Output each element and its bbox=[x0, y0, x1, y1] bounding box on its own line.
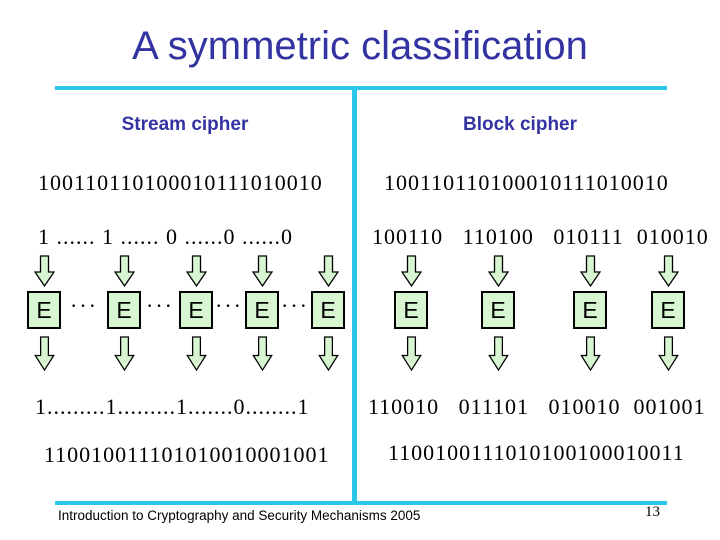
down-arrow-icon bbox=[401, 255, 422, 287]
down-arrow-icon bbox=[318, 255, 339, 287]
page-title: A symmetric classification bbox=[132, 24, 588, 68]
ellipsis-dots: ··· bbox=[215, 293, 243, 318]
encrypt-box: E bbox=[481, 291, 515, 329]
page-number: 13 bbox=[645, 504, 660, 520]
down-arrow-icon bbox=[580, 336, 601, 371]
down-arrow-icon bbox=[658, 255, 679, 287]
down-arrow-icon bbox=[580, 255, 601, 287]
footer-text: Introduction to Cryptography and Securit… bbox=[58, 508, 421, 523]
stream-bit-row: 1 ...... 1 ...... 0 ......0 ......0 bbox=[38, 224, 293, 249]
down-arrow-icon bbox=[186, 336, 207, 371]
down-arrow-icon bbox=[252, 336, 273, 371]
column-divider bbox=[352, 88, 357, 503]
stream-plaintext: 100110110100010111010010 bbox=[38, 170, 323, 195]
encrypt-box: E bbox=[179, 291, 213, 329]
down-arrow-icon bbox=[114, 336, 135, 371]
down-arrow-icon bbox=[658, 336, 679, 371]
title-underline bbox=[55, 86, 667, 90]
footer-rule bbox=[55, 501, 667, 505]
encrypt-box: E bbox=[394, 291, 428, 329]
down-arrow-icon bbox=[252, 255, 273, 287]
ellipsis-dots: ··· bbox=[146, 293, 174, 318]
encrypt-box: E bbox=[573, 291, 607, 329]
down-arrow-icon bbox=[488, 336, 509, 371]
down-arrow-icon bbox=[186, 255, 207, 287]
down-arrow-icon bbox=[34, 255, 55, 287]
encrypt-box: E bbox=[107, 291, 141, 329]
down-arrow-icon bbox=[401, 336, 422, 371]
ellipsis-dots: ··· bbox=[70, 293, 98, 318]
down-arrow-icon bbox=[318, 336, 339, 371]
down-arrow-icon bbox=[114, 255, 135, 287]
down-arrow-icon bbox=[488, 255, 509, 287]
encrypt-box: E bbox=[27, 291, 61, 329]
block-ciphertext: 1100100111010100100010011 bbox=[388, 440, 685, 465]
stream-ciphertext: 110010011101010010001001 bbox=[44, 442, 330, 467]
block-cipher-heading: Block cipher bbox=[462, 114, 578, 135]
block-plaintext-blocks: 100110 110100 010111 010010 bbox=[372, 224, 709, 249]
encrypt-box: E bbox=[245, 291, 279, 329]
ellipsis-dots: ··· bbox=[281, 293, 309, 318]
encrypt-box: E bbox=[311, 291, 345, 329]
stream-cipher-heading: Stream cipher bbox=[121, 114, 249, 135]
block-cipher-blocks: 110010 011101 010010 001001 bbox=[368, 394, 706, 419]
block-plaintext: 100110110100010111010010 bbox=[384, 170, 669, 195]
stream-keystream-row: 1.........1.........1.......0........1 bbox=[35, 394, 310, 419]
down-arrow-icon bbox=[34, 336, 55, 371]
encrypt-box: E bbox=[651, 291, 685, 329]
